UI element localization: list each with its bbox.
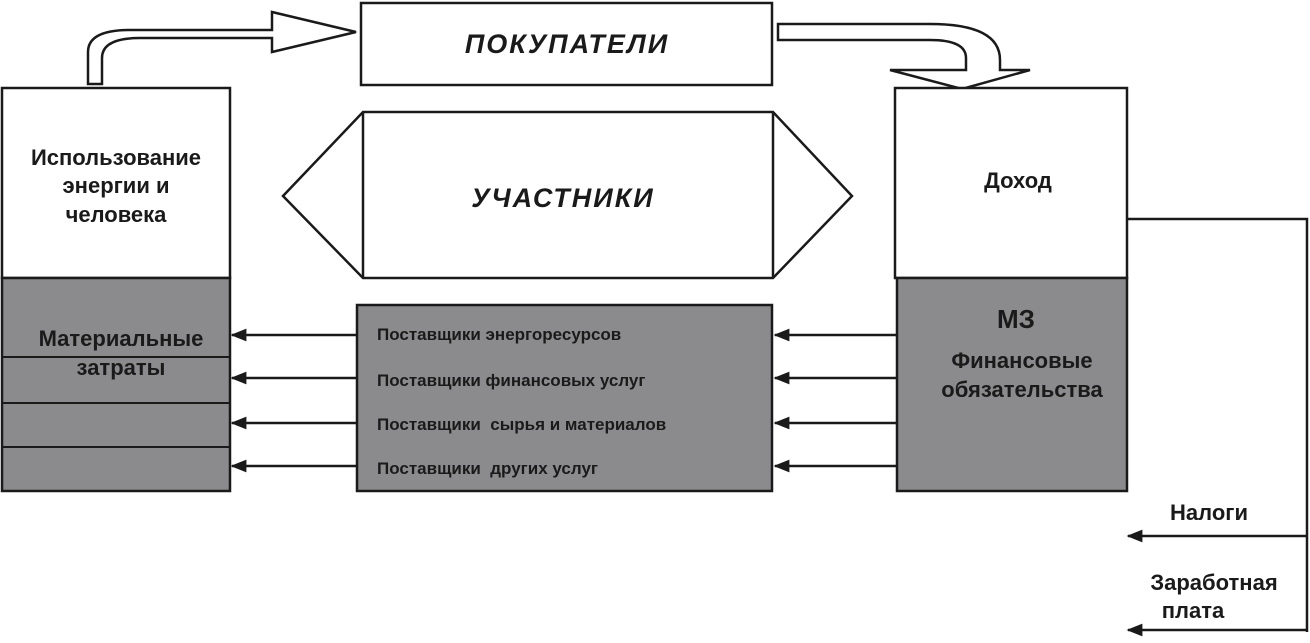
supplier-label: Поставщики энергоресурсов: [377, 325, 621, 344]
supplier-label: Поставщики других услуг: [377, 459, 598, 478]
buyers-box: [359, 1, 774, 87]
usage-line3: человека: [66, 202, 168, 227]
participants-label: УЧАСТНИКИ: [471, 183, 654, 213]
usage-box: [0, 86, 232, 280]
income-box: [893, 86, 1129, 280]
material-costs-line1: Материальные: [39, 326, 204, 351]
obligations-box: [895, 276, 1129, 493]
financial-line1: Финансовые: [951, 348, 1092, 373]
supplier-label: Поставщики сырья и материалов: [377, 415, 666, 434]
taxes-label: Налоги: [1170, 500, 1248, 525]
material-costs-line2: затраты: [77, 355, 166, 380]
suppliers-box: [355, 303, 774, 493]
income-payout-line: [1127, 217, 1309, 632]
income-label: Доход: [984, 168, 1052, 193]
financial-line2: обязательства: [941, 377, 1103, 402]
buyers-label: ПОКУПАТЕЛИ: [465, 29, 669, 59]
salary-line1: Заработная: [1150, 570, 1277, 595]
material-costs-box: [0, 276, 232, 493]
usage-line2: энергии и: [63, 173, 170, 198]
salary-line2: плата: [1162, 598, 1225, 623]
flow-arrow-to-buyers: [86, 10, 357, 86]
supplier-label: Поставщики финансовых услуг: [377, 371, 645, 390]
usage-line1: Использование: [31, 145, 201, 170]
flow-arrow-to-income: [776, 22, 1031, 91]
mz-label: МЗ: [997, 304, 1035, 334]
